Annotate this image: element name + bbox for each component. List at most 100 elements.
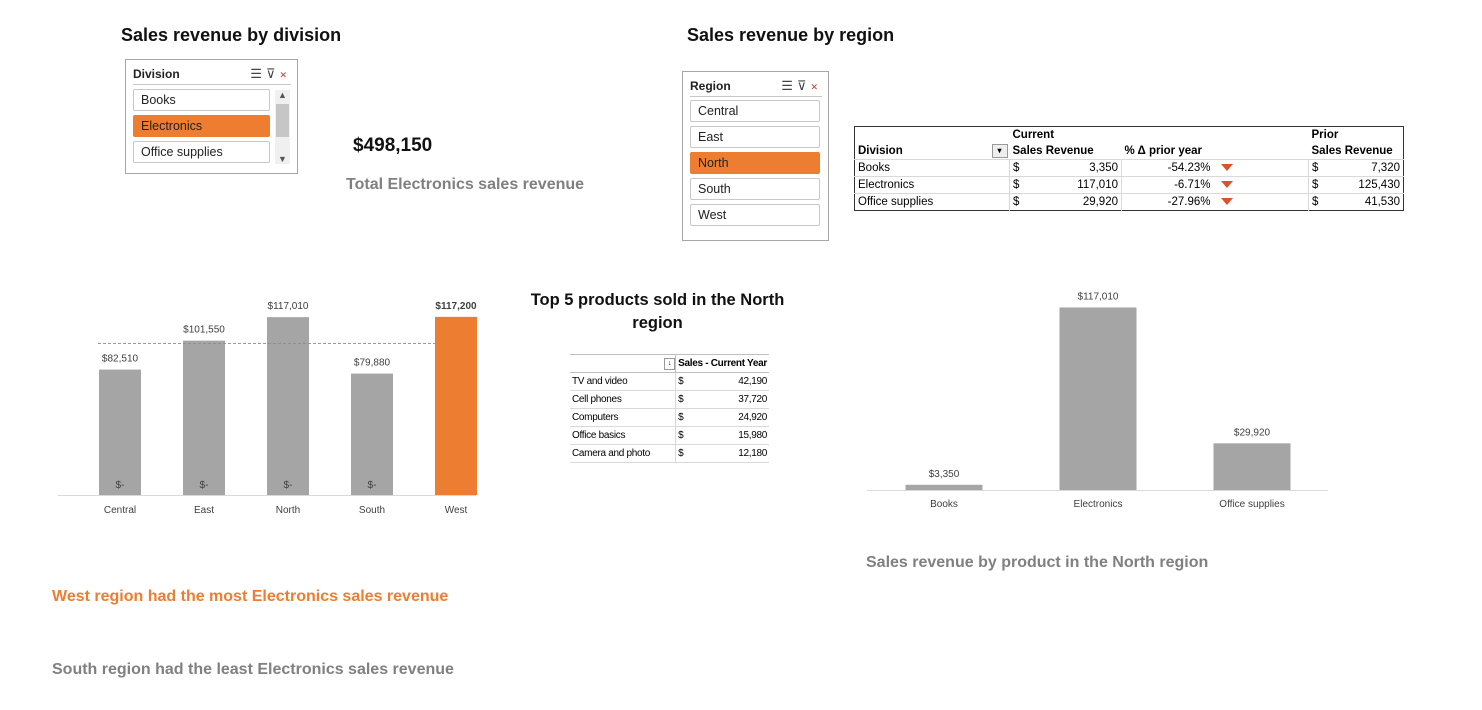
bar-east [183,340,225,495]
multi-select-icon[interactable]: ☰ [781,78,797,93]
currency-symbol: $ [1312,162,1319,174]
division-slicer-header: Division ☰⊽✕ [133,66,291,85]
table-row: TV and video$42,190 [570,372,769,391]
currency-symbol: $ [678,394,684,405]
data-label: $3,350 [929,469,960,480]
product-cell: Computers [570,408,676,427]
product-sales-cell: 12,180 [738,448,767,459]
bar-electronics [1059,307,1137,490]
table-row: Camera and photo$12,180 [570,444,769,463]
table-row: Cell phones$37,720 [570,390,769,409]
bar-office-supplies [1213,443,1291,490]
slicer-item-books[interactable]: Books [133,89,270,111]
division-cell: Office supplies [854,193,1010,211]
currency-symbol: $ [678,376,684,387]
multi-select-icon[interactable]: ☰ [250,66,266,81]
bar-west [435,316,477,495]
slicer-item-east[interactable]: East [690,126,820,148]
category-label: Central [104,505,136,516]
data-label: $82,510 [102,354,139,365]
prior-sales-cell: 125,430 [1358,179,1400,191]
col-pct-header: % Δ prior year [1124,145,1203,157]
product-cell: Cell phones [570,390,676,409]
kpi-total-value: $498,150 [353,135,433,156]
currency-symbol: $ [678,412,684,423]
base-label: $- [116,480,125,491]
category-label: Electronics [1074,499,1123,510]
scroll-thumb[interactable] [276,104,289,137]
slicer-item-north[interactable]: North [690,152,820,174]
category-label: Office supplies [1219,499,1284,510]
slicer-item-central[interactable]: Central [690,100,820,122]
clear-filter-icon[interactable]: ⊽✕ [265,66,291,81]
product-bar-chart: $3,350Books$117,010Electronics$29,920Off… [867,291,1328,510]
product-cell: Camera and photo [570,444,676,463]
region-slicer-title: Region [690,79,731,93]
filter-dropdown-icon[interactable]: ▾ [991,144,1008,158]
product-sales-cell: 24,920 [738,412,767,423]
table-row: Electronics $117,010 -6.71% $125,430 [854,176,1404,194]
slicer-item-south[interactable]: South [690,178,820,200]
currency-symbol: $ [1312,179,1319,191]
bar-north [267,317,309,495]
col-division-header: Division [858,145,903,157]
down-arrow-icon [1220,164,1233,172]
product-cell: TV and video [570,372,676,391]
category-label: North [276,505,300,516]
data-label: $29,920 [1234,427,1271,438]
group-current-label: Current [1012,129,1055,141]
product-sales-cell: 15,980 [738,430,767,441]
current-sales-cell: 3,350 [1089,162,1118,174]
base-label: $- [284,480,293,491]
most-revenue-callout: West region had the most Electronics sal… [52,588,449,605]
region-bar-chart: $82,510$-Central$101,550$-East$117,010$-… [58,301,477,516]
data-label: $117,010 [268,301,309,312]
scroll-down-icon[interactable]: ▼ [278,154,287,164]
down-arrow-icon [1220,198,1233,206]
product-chart-caption: Sales revenue by product in the North re… [866,554,1209,571]
table-row: Books $3,350 -54.23% $7,320 [854,159,1404,177]
slicer-item-west[interactable]: West [690,204,820,226]
data-label: $101,550 [183,325,225,336]
scroll-up-icon[interactable]: ▲ [278,90,287,100]
division-cell: Electronics [854,176,1010,194]
region-slicer-header: Region ☰⊽✕ [690,78,822,97]
pct-change-cell: -27.96% [1121,193,1214,211]
clear-filter-icon[interactable]: ⊽✕ [796,78,822,93]
table-row: Office supplies $29,920 -27.96% $41,530 [854,193,1404,211]
data-label: $79,880 [354,358,391,369]
product-cell: Office basics [570,426,676,445]
slicer-item-office-supplies[interactable]: Office supplies [133,141,270,163]
prior-sales-cell: 7,320 [1371,162,1400,174]
division-slicer: Division ☰⊽✕ Books Electronics Office su… [125,59,298,174]
product-sales-cell: 42,190 [738,376,767,387]
sort-icon[interactable]: ↓ [664,358,676,370]
currency-symbol: $ [678,430,684,441]
region-heading: Sales revenue by region [687,25,895,45]
division-slicer-title: Division [133,67,180,81]
data-label: $117,010 [1078,291,1119,302]
bar-central [99,369,141,495]
current-sales-cell: 117,010 [1077,179,1118,191]
division-cell: Books [854,159,1010,177]
col-sales-header: Sales Revenue [1012,145,1094,157]
division-pivot-table: Current Prior Division ▾ Sales Revenue % … [854,126,1404,211]
currency-symbol: $ [1312,196,1319,208]
group-prior-label: Prior [1311,129,1339,141]
bar-books [905,484,983,490]
division-scrollbar[interactable]: ▲ ▼ [275,90,290,164]
division-heading: Sales revenue by division [121,25,342,45]
base-label: $- [200,480,209,491]
table-row: Office basics$15,980 [570,426,769,445]
col-prior-sales-header: Sales Revenue [1311,145,1393,157]
slicer-item-electronics[interactable]: Electronics [133,115,270,137]
data-label: $117,200 [435,301,477,312]
col-sales-current-year: Sales - Current Year [675,354,769,373]
top5-heading: Top 5 products sold in the North region [530,291,785,332]
kpi-caption: Total Electronics sales revenue [346,176,585,193]
currency-symbol: $ [1013,179,1020,191]
top5-products-table: ↓ Sales - Current Year TV and video$42,1… [570,354,769,463]
prior-sales-cell: 41,530 [1364,196,1400,208]
category-label: South [359,505,385,516]
currency-symbol: $ [1013,196,1020,208]
